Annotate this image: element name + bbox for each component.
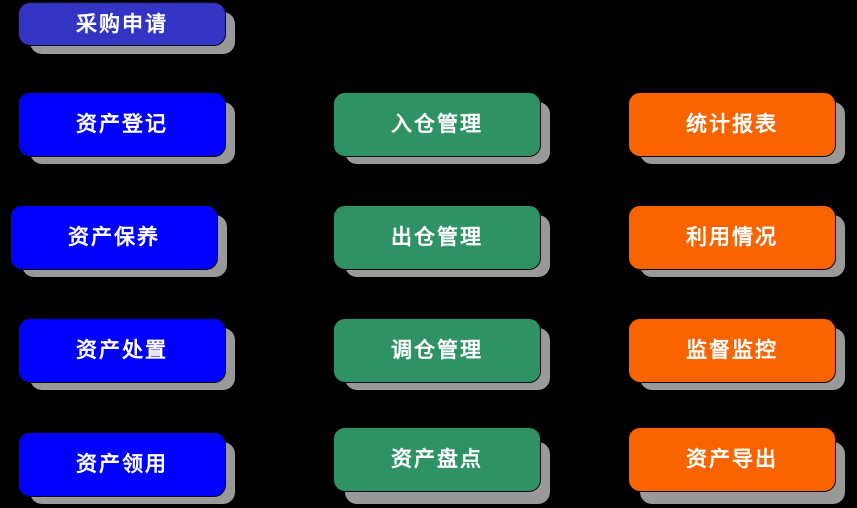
- node-label: 出仓管理: [391, 225, 483, 249]
- node-purchase-request[interactable]: 采购申请: [18, 2, 226, 46]
- node-utilization-status[interactable]: 利用情况: [628, 205, 836, 270]
- node-label: 资产处置: [76, 338, 168, 362]
- node-transfer-management[interactable]: 调仓管理: [333, 318, 541, 383]
- node-label: 利用情况: [686, 225, 778, 249]
- node-label: 调仓管理: [391, 338, 483, 362]
- node-asset-stocktaking[interactable]: 资产盘点: [333, 427, 541, 492]
- node-label: 资产盘点: [391, 447, 483, 471]
- node-label: 资产保养: [68, 225, 160, 249]
- node-label: 资产导出: [686, 447, 778, 471]
- node-supervision-monitoring[interactable]: 监督监控: [628, 318, 836, 383]
- node-label: 监督监控: [686, 338, 778, 362]
- node-asset-maintenance[interactable]: 资产保养: [10, 205, 218, 270]
- node-asset-disposal[interactable]: 资产处置: [18, 318, 226, 383]
- node-label: 采购申请: [76, 11, 168, 36]
- node-label: 入仓管理: [391, 112, 483, 136]
- node-asset-requisition[interactable]: 资产领用: [18, 432, 226, 497]
- node-asset-registration[interactable]: 资产登记: [18, 92, 226, 157]
- node-asset-export[interactable]: 资产导出: [628, 427, 836, 492]
- node-label: 统计报表: [686, 112, 778, 136]
- node-label: 资产登记: [76, 112, 168, 136]
- node-label: 资产领用: [76, 452, 168, 476]
- node-outbound-management[interactable]: 出仓管理: [333, 205, 541, 270]
- node-statistical-reports[interactable]: 统计报表: [628, 92, 836, 157]
- node-inbound-management[interactable]: 入仓管理: [333, 92, 541, 157]
